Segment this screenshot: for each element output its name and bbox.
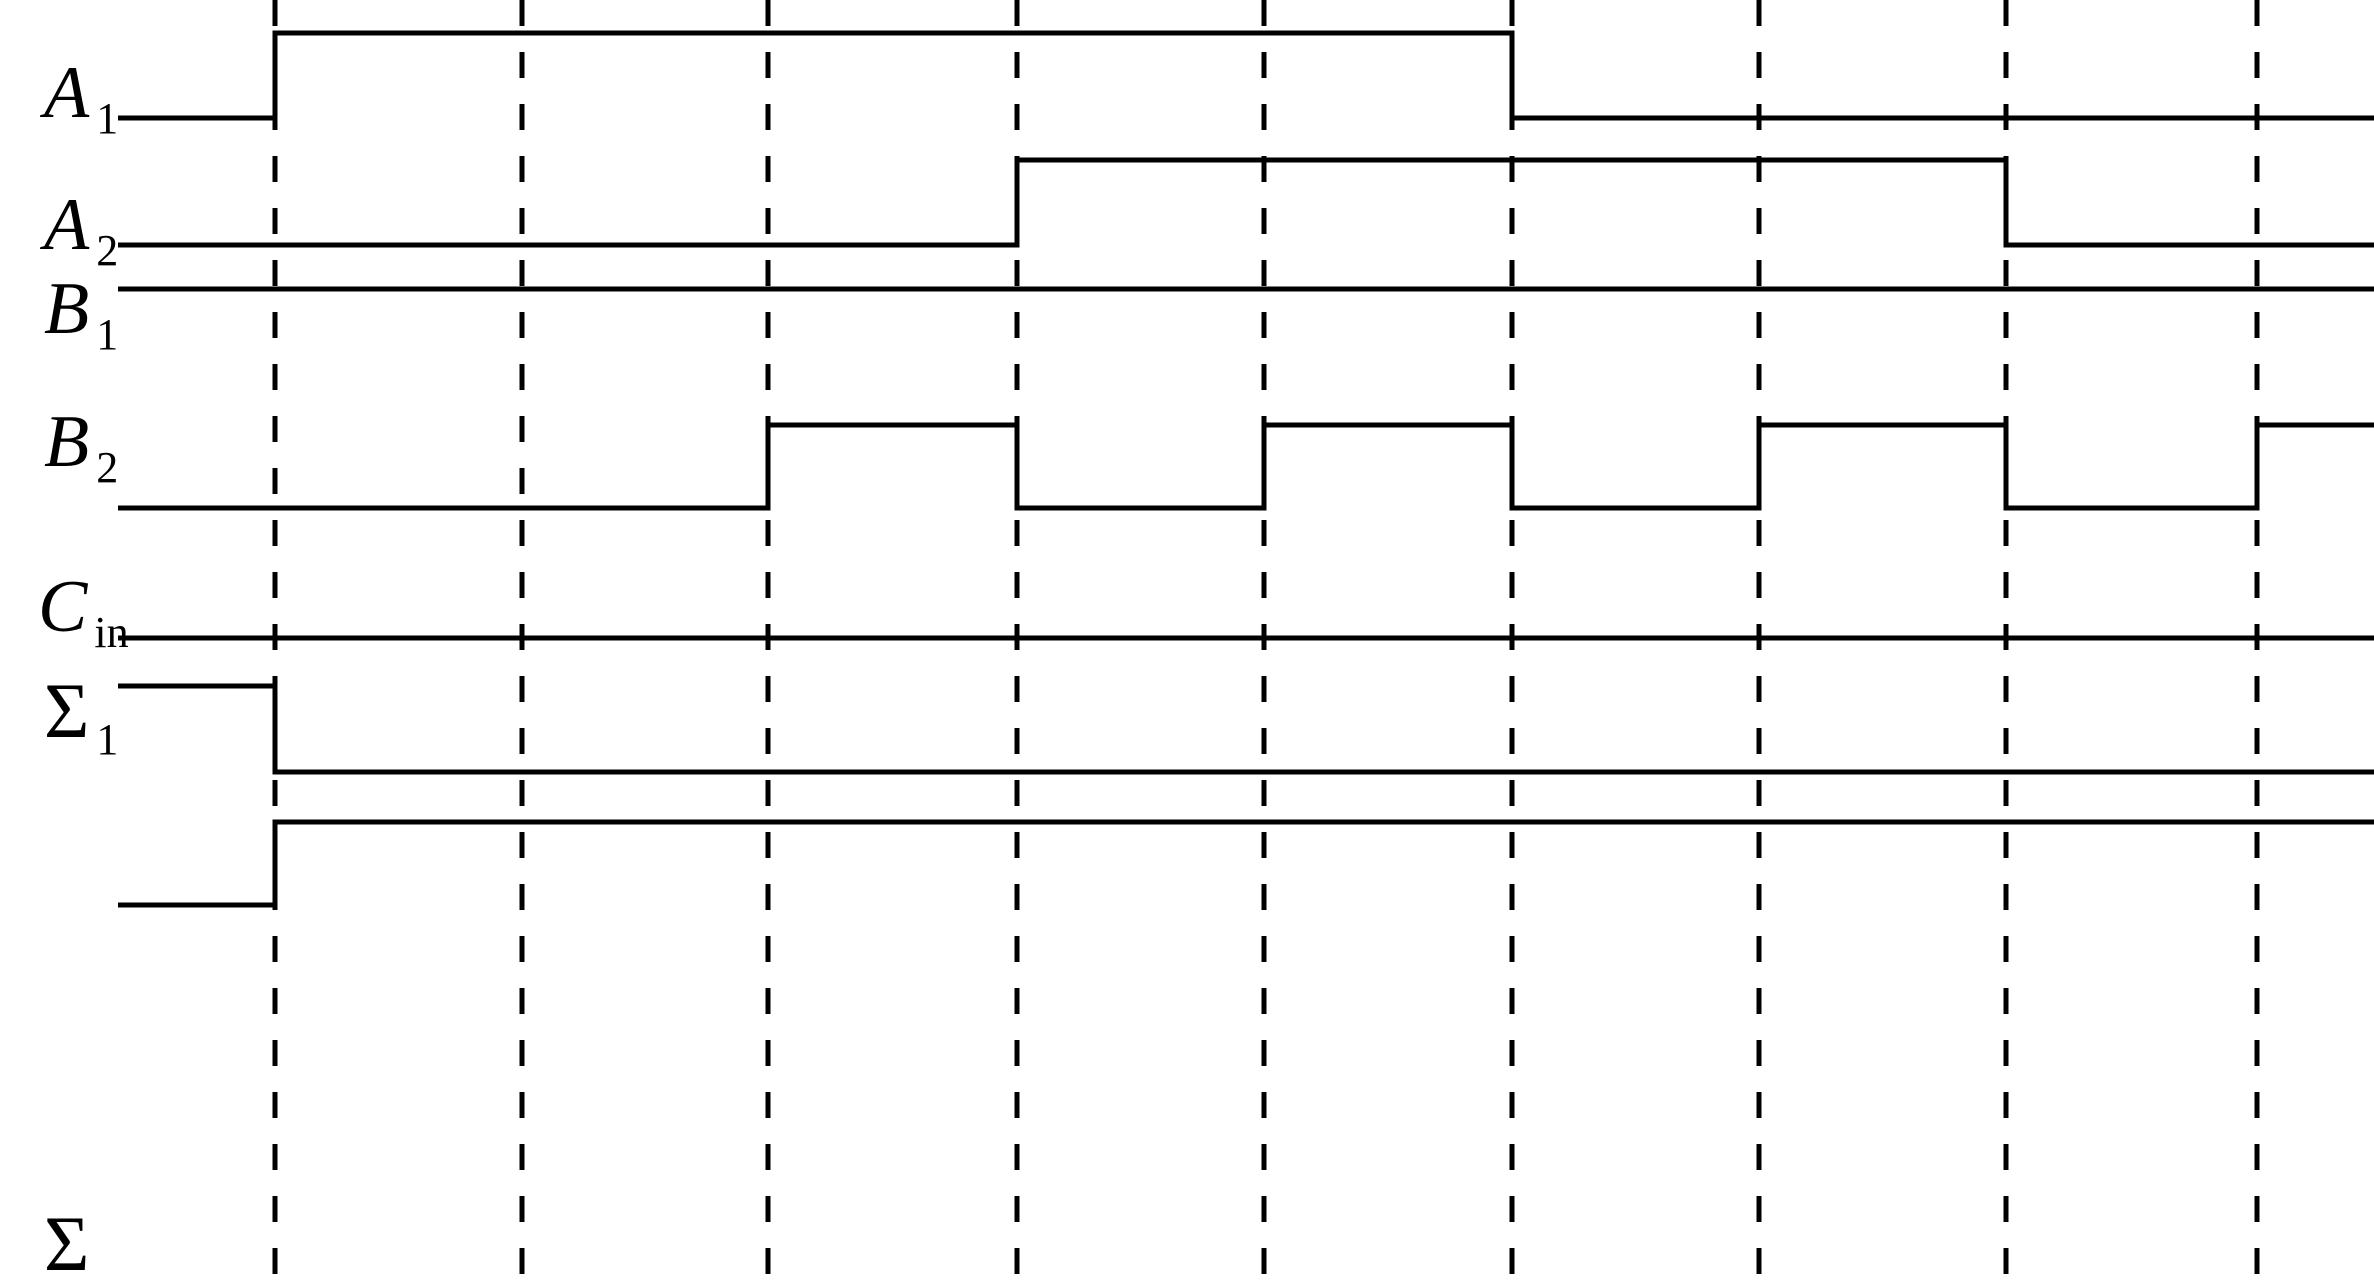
signal-trace-group xyxy=(118,30,2374,908)
gridline-group xyxy=(272,0,2260,1284)
label-base-b1: B xyxy=(44,268,90,350)
label-subscript-b1: 1 xyxy=(96,309,119,359)
label-base-cin: C xyxy=(38,566,88,648)
signal-label-sigma2: Σ xyxy=(44,1205,89,1283)
label-base-a1: A xyxy=(44,52,90,134)
waveform-sigma1 xyxy=(118,683,2374,775)
label-subscript-cin: in xyxy=(94,607,129,657)
label-subscript-b2: 2 xyxy=(96,442,119,492)
label-base-sigma1: Σ xyxy=(44,667,90,754)
label-base-sigma2: Σ xyxy=(44,1200,90,1284)
label-subscript-a1: 1 xyxy=(96,93,119,143)
waveform-a1 xyxy=(118,30,2374,121)
waveform-sigma2 xyxy=(118,819,2374,908)
label-subscript-a2: 2 xyxy=(96,225,119,275)
waveform-b2 xyxy=(118,422,2374,511)
waveform-a2 xyxy=(118,157,2374,248)
label-base-b2: B xyxy=(44,401,90,483)
label-subscript-sigma1: 1 xyxy=(96,714,119,764)
label-base-a2: A xyxy=(44,184,90,266)
